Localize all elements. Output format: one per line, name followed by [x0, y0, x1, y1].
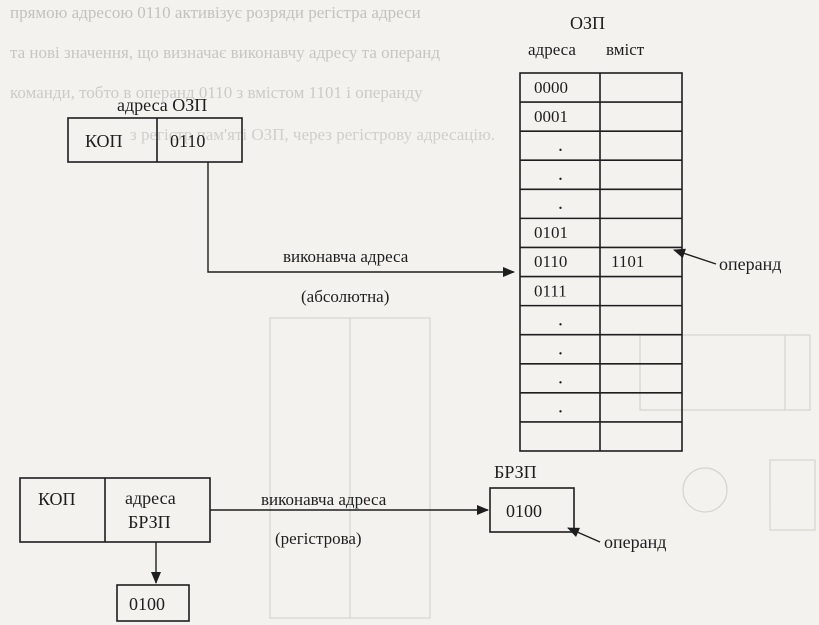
ozp-title: ОЗП	[570, 13, 605, 33]
ozp-row-address: 0110	[534, 252, 567, 271]
ozp-rows: 0000 0001... 0101 0110 1101 0111....	[520, 78, 682, 423]
instruction-top-address: 0110	[170, 131, 205, 151]
ozp-row-content: 1101	[611, 252, 644, 271]
operand-bottom: операнд	[567, 527, 666, 552]
ozp-row-address: 0001	[534, 107, 568, 126]
register-address-arrow: виконавча адреса (регістрова)	[210, 490, 489, 548]
operand-top: операнд	[673, 248, 781, 274]
background-text-line: з регістр пам'яті ОЗП, через регістрову …	[130, 125, 495, 144]
ozp-row-address: .	[558, 134, 563, 156]
ozp-memory-table: ОЗП адреса вміст 0000 0001... 0101 0110 1101…	[519, 13, 683, 452]
instruction-top-address-label: адреса ОЗП	[117, 95, 207, 115]
ozp-table-frame	[519, 72, 683, 452]
register-arrow-label: виконавча адреса	[261, 490, 387, 509]
ozp-column-content: вміст	[606, 40, 645, 59]
absolute-arrow-line	[207, 162, 515, 277]
brzp-title: БРЗП	[494, 462, 537, 482]
background-text-line: та нові значення, що визначає виконавчу …	[10, 43, 440, 62]
ozp-column-address: адреса	[528, 40, 576, 59]
absolute-address-arrow: виконавча адреса (абсолютна)	[207, 162, 515, 306]
instruction-bottom-address-line1: адреса	[125, 488, 176, 508]
brzp-value: 0100	[506, 501, 542, 521]
show-through-shapes	[269, 317, 816, 619]
ozp-row-address: 0000	[534, 78, 568, 97]
instruction-bottom-opcode: КОП	[38, 489, 76, 509]
background-text: прямою адресою 0110 активізує розряди ре…	[10, 3, 495, 144]
ozp-row-address: 0111	[534, 281, 567, 300]
background-text-line: прямою адресою 0110 активізує розряди ре…	[10, 3, 421, 22]
ozp-row-address: .	[558, 337, 563, 359]
register-value: 0100	[129, 594, 165, 614]
absolute-arrow-label: виконавча адреса	[283, 247, 409, 266]
ozp-row-address: .	[558, 163, 563, 185]
ozp-row-address: .	[558, 367, 563, 389]
ozp-row-address: 0101	[534, 223, 568, 242]
ozp-row-address: .	[558, 308, 563, 330]
instruction-top-opcode: КОП	[85, 131, 123, 151]
register-value-box	[116, 584, 190, 622]
operand-top-arrow	[673, 248, 717, 265]
brzp-register: БРЗП 0100	[489, 462, 575, 533]
instruction-bottom-address-line2: БРЗП	[128, 512, 171, 532]
ozp-row-address: .	[558, 396, 563, 418]
operand-top-label: операнд	[719, 254, 781, 274]
ozp-row-address: .	[558, 192, 563, 214]
operand-bottom-label: операнд	[604, 532, 666, 552]
instruction-bottom: КОП адреса БРЗП 0100	[19, 477, 211, 622]
absolute-arrow-sublabel: (абсолютна)	[301, 287, 389, 306]
background-text-line: команди, тобто в операнд 0110 з вмістом …	[10, 83, 423, 102]
brzp-box	[489, 487, 575, 533]
register-arrow-sublabel: (регістрова)	[275, 529, 362, 548]
instruction-bottom-box	[19, 477, 211, 543]
operand-bottom-arrow	[567, 527, 601, 543]
instruction-top: адреса ОЗП КОП 0110	[67, 95, 243, 163]
instruction-top-box	[67, 117, 243, 163]
